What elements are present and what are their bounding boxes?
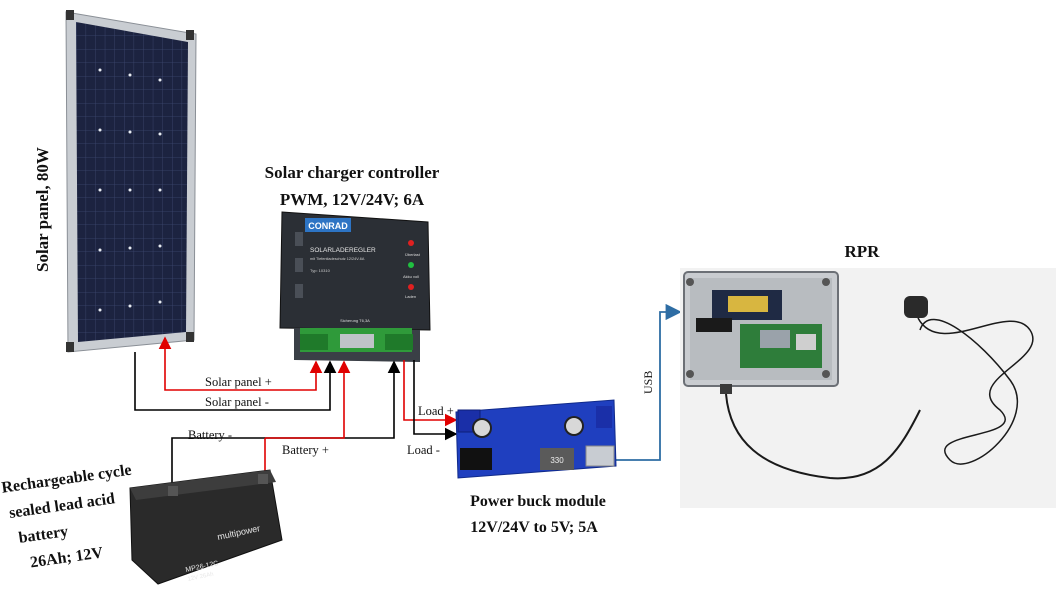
lead-acid-battery: multipower MP26-12C 12V 26Ah xyxy=(130,470,282,584)
controller-brand: CONRAD xyxy=(308,221,348,231)
wire-label-usb: USB xyxy=(641,371,655,394)
wire-label-battery-positive: Battery + xyxy=(282,443,329,457)
controller-model-name: SOLARLADEREGLER xyxy=(310,247,376,254)
controller-led-charge: Laden xyxy=(405,294,416,299)
wire-label-load-positive: Load + xyxy=(418,404,454,418)
rpr-device xyxy=(680,268,1056,508)
controller-type-code: Typ: 10310 xyxy=(310,268,331,273)
buck-inductor-code: 330 xyxy=(550,456,564,465)
wire-label-battery-negative: Battery - xyxy=(188,428,232,442)
controller-title-line2: PWM, 12V/24V; 6A xyxy=(280,190,425,209)
rpr-label: RPR xyxy=(845,242,881,261)
wire-label-solar-positive: Solar panel + xyxy=(205,375,272,389)
solar-panel xyxy=(66,10,196,352)
power-buck-module: 330 xyxy=(456,400,616,478)
battery-label: Rechargeable cycle sealed lead acid batt… xyxy=(0,462,143,574)
wire-label-load-negative: Load - xyxy=(407,443,440,457)
battery-rating: 12V 26Ah xyxy=(187,572,214,583)
buck-label-line1: Power buck module xyxy=(470,493,606,510)
battery-label-line2: sealed lead acid xyxy=(8,490,116,522)
battery-label-line4: 26Ah; 12V xyxy=(29,544,104,571)
controller-title-line1: Solar charger controller xyxy=(265,163,440,182)
solar-panel-label: Solar panel, 80W xyxy=(33,147,52,272)
battery-label-line3: battery xyxy=(18,523,70,547)
controller-led-full: Akku voll xyxy=(403,274,419,279)
wire-label-solar-negative: Solar panel - xyxy=(205,395,269,409)
controller-led-overload: Überlast xyxy=(405,252,421,257)
wire-load-negative xyxy=(414,360,456,434)
buck-label-line2: 12V/24V to 5V; 5A xyxy=(470,519,598,536)
controller-fuse-label: Sicherung T6,3A xyxy=(340,318,370,323)
controller-model-sub: mit Tiefentladeschutz 12/24V-6A xyxy=(310,257,365,261)
wire-battery-positive-run xyxy=(265,362,344,438)
solar-charge-controller: CONRAD SOLARLADEREGLER mit Tiefentladesc… xyxy=(280,212,430,362)
